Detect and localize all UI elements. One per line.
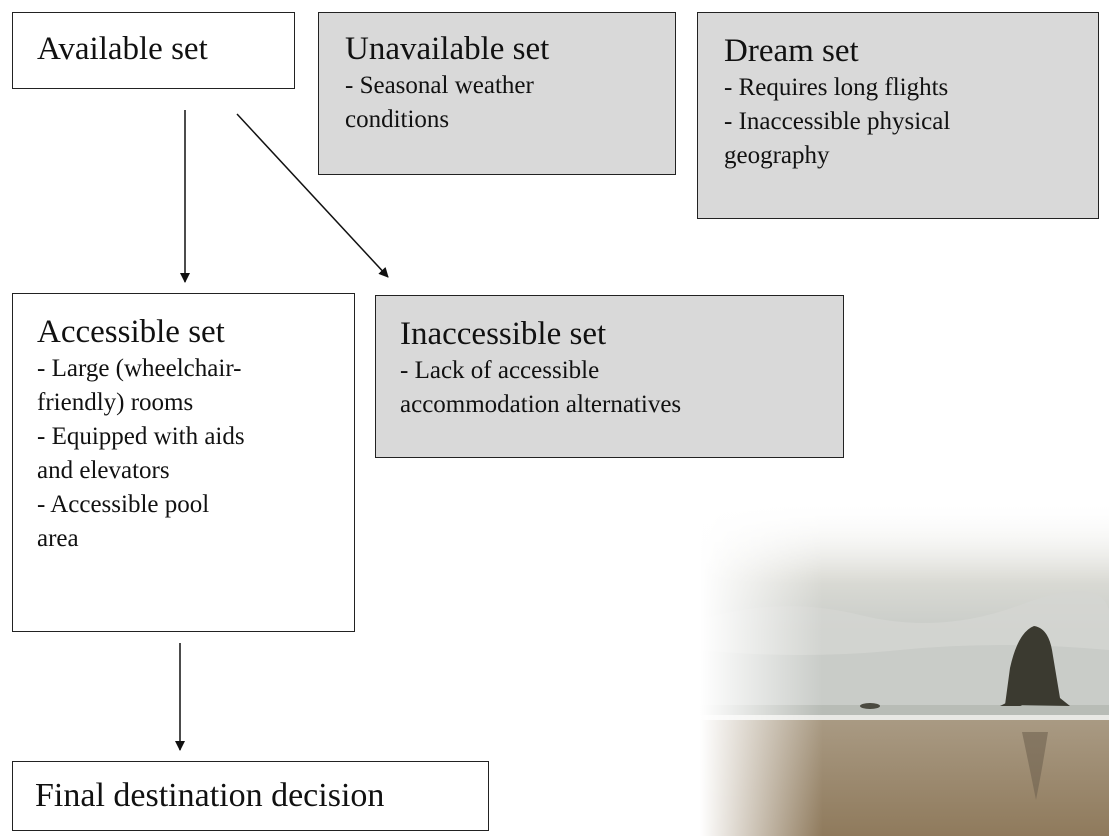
inaccessible-set-line: - Lack of accessible <box>400 356 600 384</box>
dream-set-box: Dream set - Requires long flights - Inac… <box>697 12 1099 219</box>
dream-set-line: - Inaccessible physical <box>724 107 951 135</box>
unavailable-set-line: conditions <box>345 105 450 133</box>
final-destination-title: Final destination decision <box>35 777 385 814</box>
available-set-box: Available set <box>12 12 295 89</box>
accessible-set-line: area <box>37 524 79 552</box>
unavailable-set-line: - Seasonal weather <box>345 71 534 99</box>
accessible-set-line: - Equipped with aids <box>37 422 245 450</box>
inaccessible-set-line: accommodation alternatives <box>400 390 682 418</box>
arrow-available-to-inaccessible <box>236 113 389 278</box>
accessible-set-line: and elevators <box>37 456 170 484</box>
inaccessible-set-title: Inaccessible set <box>400 316 607 352</box>
inaccessible-set-box: Inaccessible set - Lack of accessible ac… <box>375 295 844 458</box>
available-set-title: Available set <box>37 31 208 67</box>
beach-photo <box>700 500 1109 836</box>
dream-set-title: Dream set <box>724 33 859 69</box>
accessible-set-title: Accessible set <box>37 314 225 350</box>
unavailable-set-box: Unavailable set - Seasonal weather condi… <box>318 12 676 175</box>
dream-set-line: - Requires long flights <box>724 73 949 101</box>
accessible-set-line: - Accessible pool <box>37 490 210 518</box>
accessible-set-line: - Large (wheelchair- <box>37 354 242 382</box>
dream-set-line: geography <box>724 141 830 169</box>
accessible-set-line: friendly) rooms <box>37 388 194 416</box>
accessible-set-box: Accessible set - Large (wheelchair- frie… <box>12 293 355 632</box>
final-destination-box: Final destination decision <box>12 761 489 831</box>
unavailable-set-title: Unavailable set <box>345 31 550 67</box>
